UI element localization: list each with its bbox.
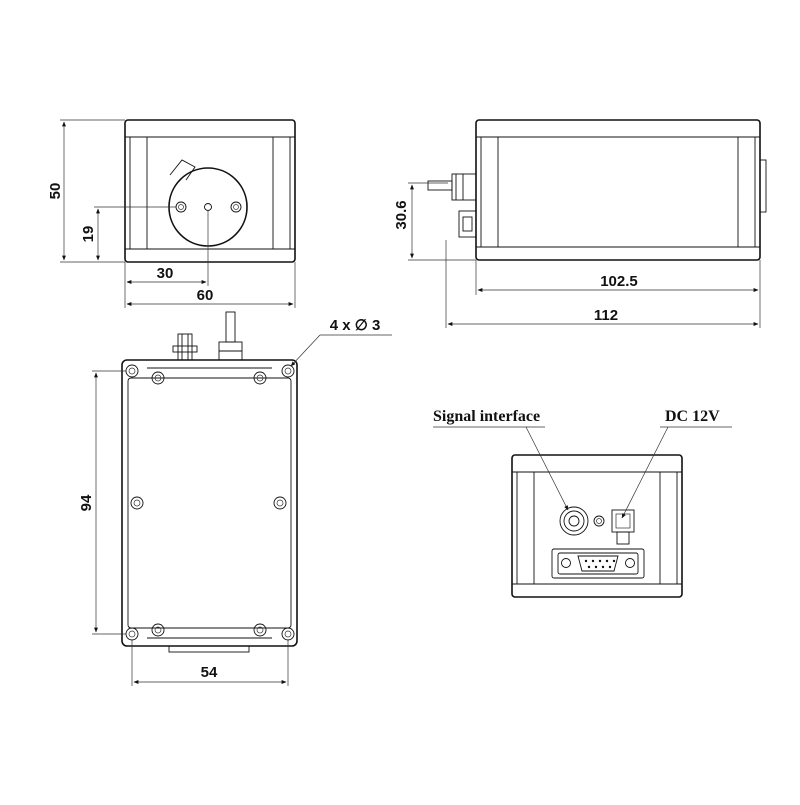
flange-tab <box>169 159 196 181</box>
signal-connector <box>559 506 589 536</box>
dim-height-label: 50 <box>47 183 64 200</box>
dim-connector-height-label: 30.6 <box>393 200 410 229</box>
dim-bottom-width-label: 54 <box>201 664 218 681</box>
front-body-outline <box>124 119 296 263</box>
dim-width-label: 60 <box>197 287 214 304</box>
dim-axis-offset-label: 30 <box>157 265 174 282</box>
bottom-body-outline <box>121 359 298 647</box>
inner-screws <box>130 371 287 637</box>
dsub-connector <box>551 548 645 579</box>
side-right-connector <box>759 159 767 213</box>
front-view: 50 19 30 60 <box>47 119 296 308</box>
side-connectors <box>427 173 477 238</box>
bottom-connectors <box>172 311 243 361</box>
corner-holes <box>125 364 295 641</box>
side-body-outline <box>475 119 761 261</box>
hole-callout-label: 4 x ∅ 3 <box>330 317 381 334</box>
dim-body-length-label: 102.5 <box>600 273 638 290</box>
rear-body-outline <box>511 454 683 598</box>
bottom-strip <box>168 645 250 653</box>
bottom-view: 4 x ∅ 3 94 54 <box>78 311 392 686</box>
optical-axis-hole <box>204 203 212 211</box>
front-left-rail <box>129 136 148 250</box>
rear-left-rail <box>516 471 535 585</box>
power-jack <box>611 509 635 545</box>
dim-length-label: 94 <box>78 494 95 511</box>
side-view: 30.6 102.5 112 <box>393 119 767 328</box>
rear-right-rail <box>659 471 678 585</box>
side-left-rail <box>480 136 499 248</box>
front-right-rail <box>272 136 291 250</box>
flange-screw-left <box>175 201 187 213</box>
led-indicator <box>593 515 605 527</box>
dim-axis-height-label: 19 <box>80 226 97 243</box>
dc-power-label: DC 12V <box>665 408 720 425</box>
flange-screw-right <box>230 201 242 213</box>
rear-view: Signal interface DC 12V <box>433 408 732 598</box>
side-right-rail <box>737 136 756 248</box>
dim-total-length-label: 112 <box>594 307 618 324</box>
signal-interface-label: Signal interface <box>433 408 540 425</box>
